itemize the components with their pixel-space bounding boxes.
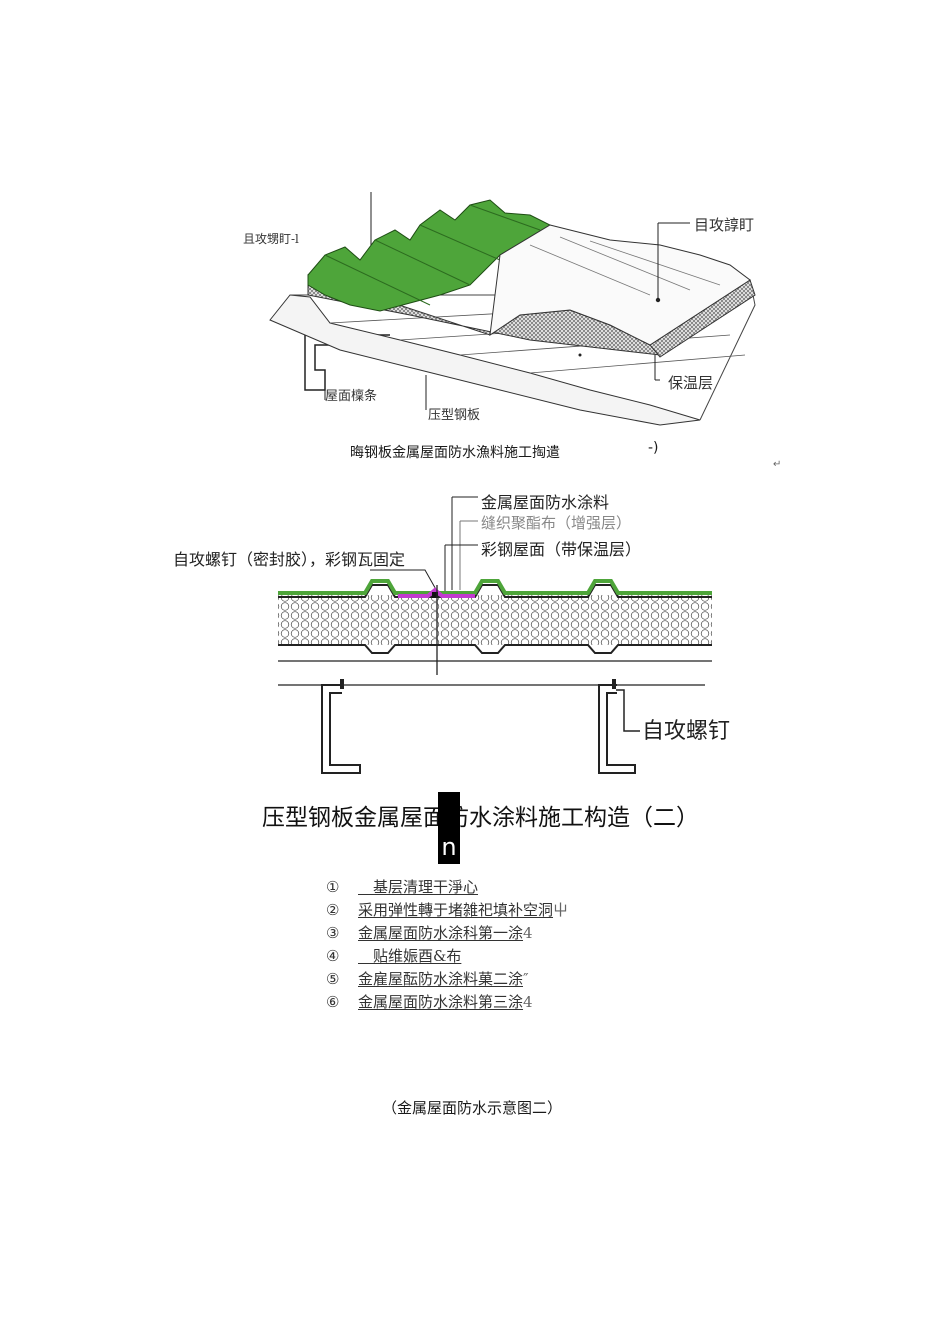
label-self-tapping-screw-right: 目攻諄盯 <box>694 216 755 234</box>
figure-caption: （金属屋面防水示意图二） <box>382 1099 563 1117</box>
diagram1-caption: 晦钢板金属屋面防水漁料施工掏遣 <box>350 445 560 461</box>
caption1-mark: -) <box>648 440 659 456</box>
black-overlay-block <box>438 792 460 864</box>
overlay-glyph: n <box>441 833 457 861</box>
label-self-tapping-screw-left: 且攻甥盯-l <box>243 232 299 246</box>
stray-mark: ↵ <box>773 459 782 470</box>
label-purlin: 屋面檁条 <box>325 389 378 404</box>
label-polyester-fabric: 缝织聚酯布（增强层） <box>481 514 632 532</box>
roof-section-diagram <box>278 496 712 774</box>
label-insulation: 保温层 <box>668 374 714 392</box>
label-profiled-sheet: 压型钢板 <box>428 408 481 423</box>
label-metal-roof-coating: 金属屋面防水涂料 <box>481 493 610 512</box>
label-screw-sealant-fix: 自攻螺钉（密封胶），彩钢瓦固定 <box>173 550 406 569</box>
section-title: 压型钢板金属屋面防水涂料施工构造（二） <box>262 805 699 831</box>
label-color-steel-roof: 彩钢屋面（带保温层） <box>481 540 642 559</box>
roof-3d-diagram <box>269 192 756 426</box>
list-item: ④ 贴维娠酉&布 <box>326 947 462 965</box>
list-item: ① 基层清理干淨心 <box>326 878 479 896</box>
label-self-tapping-screw: 自攻螺钉 <box>642 719 731 744</box>
